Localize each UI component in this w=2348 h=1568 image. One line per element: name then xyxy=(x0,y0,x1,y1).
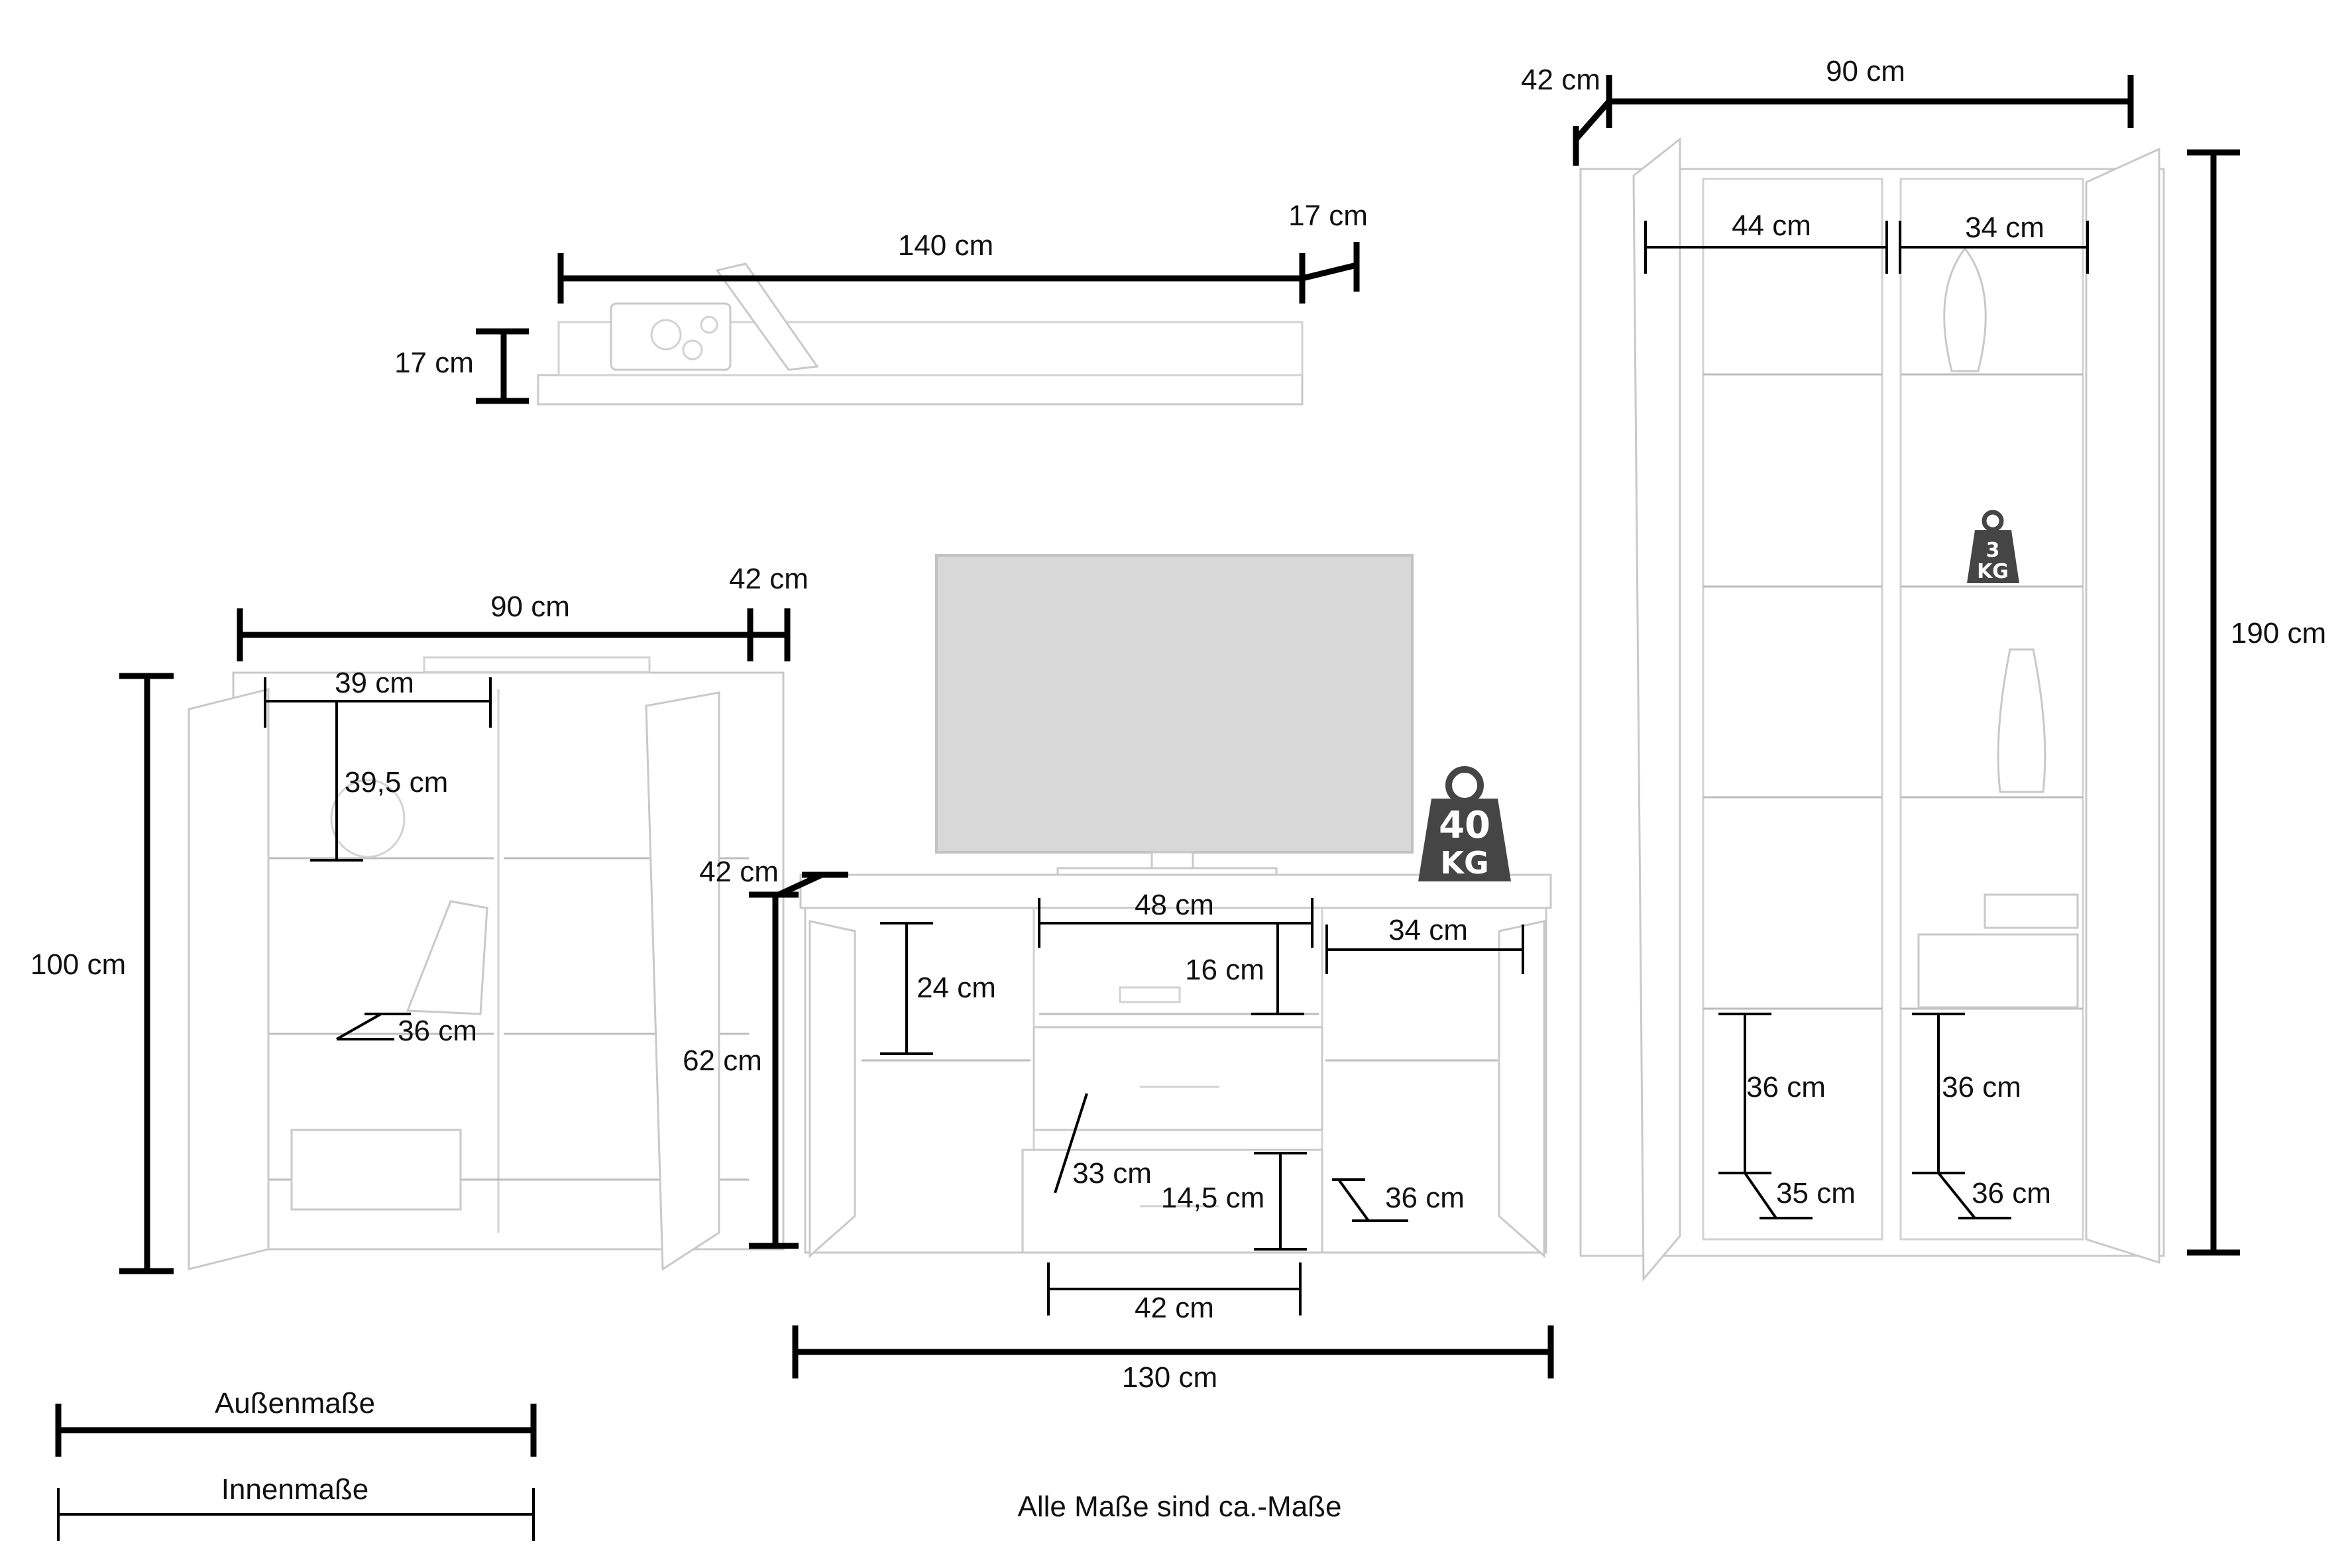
tv-board-lower-drawer xyxy=(1021,1148,1323,1254)
vase-illustration xyxy=(1943,247,1987,372)
highboard-inner-width-label: 39 cm xyxy=(335,667,414,699)
highboard xyxy=(188,656,785,1271)
wall-shelf-height-label: 17 cm xyxy=(394,347,474,379)
tv-board-depth-line xyxy=(777,871,823,898)
vitrine-right-inner-depth-line xyxy=(1937,1172,1976,1219)
highboard-right-door xyxy=(645,691,720,1271)
wall-shelf-back xyxy=(557,321,1304,376)
side-compartment-width-label: 34 cm xyxy=(1388,914,1468,946)
tv-board-upper-drawer xyxy=(1033,1026,1323,1131)
radio-knob xyxy=(650,319,682,351)
book-stack-illustration xyxy=(290,1129,462,1211)
vitrine-right-door xyxy=(2085,147,2160,1264)
wall-shelf-depth-label: 17 cm xyxy=(1288,199,1368,232)
drawer-width-label: 42 cm xyxy=(1135,1292,1214,1324)
open-book-illustration xyxy=(423,656,651,673)
media-player-illustration xyxy=(1119,986,1181,1003)
open-compartment-width-label: 48 cm xyxy=(1135,889,1214,921)
tv-board-width-label: 130 cm xyxy=(1122,1361,1217,1394)
tv-illustration xyxy=(935,554,1414,854)
tv-board xyxy=(799,554,1552,1259)
books-illustration xyxy=(715,262,819,371)
wall-shelf-width-label: 140 cm xyxy=(898,229,993,262)
drawer-depth-label: 33 cm xyxy=(1072,1157,1152,1190)
vitrine-left-inner-width-label: 44 cm xyxy=(1732,209,1811,242)
weight-40kg-unit: KG xyxy=(1440,845,1488,881)
tv-board-depth-label: 42 cm xyxy=(699,856,779,888)
side-compartment-height-label: 24 cm xyxy=(917,972,996,1004)
radio-knob xyxy=(682,339,703,361)
legend-outer-label: Außenmaße xyxy=(215,1387,375,1420)
wall-shelf xyxy=(537,262,1304,406)
highboard-inner-depth-line xyxy=(336,1013,382,1040)
highboard-depth-label: 42 cm xyxy=(729,563,809,595)
vitrine-right-inner-depth-label: 36 cm xyxy=(1972,1177,2051,1209)
footnote: Alle Maße sind ca.-Maße xyxy=(1017,1490,1341,1523)
drawer-height-label: 14,5 cm xyxy=(1161,1182,1265,1214)
radio-illustration xyxy=(610,302,732,371)
vitrine-height-label: 190 cm xyxy=(2231,617,2326,649)
vitrine-depth-line xyxy=(1573,99,1612,141)
weight-3kg-icon xyxy=(1967,530,2019,583)
highboard-inner-height-label: 39,5 cm xyxy=(345,766,449,799)
weight-3kg-unit: KG xyxy=(1977,560,2009,583)
books-illustration xyxy=(406,900,488,1015)
vitrine-left-door xyxy=(1632,137,1681,1282)
highboard-inner-depth-label: 36 cm xyxy=(398,1015,477,1047)
legend: Außenmaße Innenmaße xyxy=(55,1387,537,1541)
wall-shelf-depth-line xyxy=(1301,262,1358,282)
vitrine-left-inner-depth-label: 35 cm xyxy=(1776,1177,1856,1209)
weight-3kg-value: 3 xyxy=(1986,539,2000,562)
vitrine-depth-label: 42 cm xyxy=(1521,64,1600,96)
vitrine-right-inner-width-label: 34 cm xyxy=(1965,211,2044,244)
open-compartment-height-label: 16 cm xyxy=(1185,954,1264,986)
vitrine xyxy=(1579,137,2165,1282)
vitrine-left-compartment-height-label: 36 cm xyxy=(1746,1071,1826,1103)
side-inner-depth-label: 36 cm xyxy=(1385,1182,1465,1214)
highboard-left-door xyxy=(188,688,270,1270)
vase-illustration xyxy=(330,779,406,858)
highboard-width-label: 90 cm xyxy=(490,590,570,623)
drawer-depth-line xyxy=(1054,1093,1088,1194)
tv-board-left-door xyxy=(809,920,856,1259)
highboard-height-label: 100 cm xyxy=(30,948,126,981)
tv-board-right-door xyxy=(1498,920,1545,1259)
weight-40kg-icon xyxy=(1418,799,1511,881)
radio-knob xyxy=(700,315,718,334)
side-inner-depth-line xyxy=(1337,1178,1370,1222)
wall-shelf-board xyxy=(537,374,1304,406)
vitrine-width-label: 90 cm xyxy=(1826,55,1905,87)
weight-40kg-value: 40 xyxy=(1439,804,1490,847)
book-stack-illustration xyxy=(1917,933,2079,1009)
vase-illustration xyxy=(1997,648,2046,793)
vitrine-left-inner-depth-line xyxy=(1744,1172,1777,1219)
legend-inner-label: Innenmaße xyxy=(221,1473,369,1506)
vitrine-right-compartment-height-label: 36 cm xyxy=(1942,1071,2021,1103)
tv-board-height-label: 62 cm xyxy=(683,1044,762,1077)
